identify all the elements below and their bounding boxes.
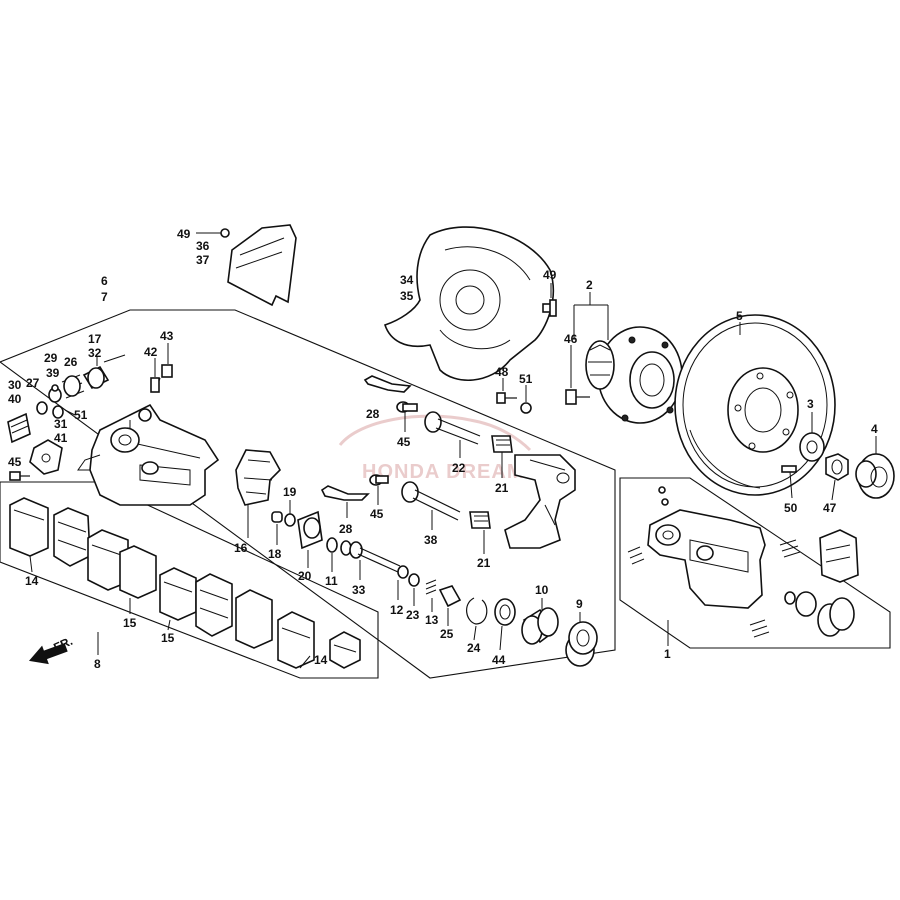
callout-1: 1 [664,647,671,661]
callout-24: 24 [467,641,481,655]
callout-17: 17 [88,332,102,346]
callout-50: 50 [784,501,798,515]
caliper-bracket-part [504,454,576,549]
caliper-small-parts-left [7,343,173,481]
callout-49-upper-left: 49 [177,227,191,241]
callout-6: 6 [101,274,108,288]
callout-39: 39 [46,366,60,380]
callout-22: 22 [452,461,466,475]
callout-32: 32 [88,346,102,360]
forward-direction: FR. [29,634,75,665]
watermark: HONDA DREAM [338,414,532,483]
callout-30: 30 [8,378,22,392]
callout-21-lower: 21 [477,556,491,570]
hub-bolts [496,283,741,414]
callout-9: 9 [576,597,583,611]
piston-adjuster-parts [235,449,598,667]
callout-28-lower: 28 [339,522,353,536]
callout-35: 35 [400,289,414,303]
callout-23: 23 [406,608,420,622]
caliper-sub-assembly-group-box [619,477,891,649]
callout-43: 43 [160,329,174,343]
callout-5: 5 [736,309,743,323]
callout-21-upper: 21 [495,481,509,495]
callout-28-upper: 28 [366,407,380,421]
callout-14-right: 14 [314,653,328,667]
callout-38: 38 [424,533,438,547]
callout-40: 40 [8,392,22,406]
callout-34: 34 [400,273,414,287]
forward-arrow-icon [29,643,68,665]
main-caliper-body-part [77,403,220,506]
callout-37: 37 [196,253,210,267]
callout-44: 44 [492,653,506,667]
callout-12: 12 [390,603,404,617]
callout-10: 10 [535,583,549,597]
callout-41: 41 [54,431,68,445]
callout-46: 46 [564,332,578,346]
forward-direction-label: FR. [51,634,74,655]
callout-13: 13 [425,613,439,627]
callout-15-left: 15 [123,616,137,630]
callout-51-right: 51 [519,372,533,386]
callout-15-right: 15 [161,631,175,645]
hub-hardware-parts [781,412,895,501]
callout-16: 16 [234,541,248,555]
callout-25: 25 [440,627,454,641]
brake-pads [9,497,361,669]
callout-26: 26 [64,355,78,369]
callout-20: 20 [298,569,312,583]
callout-labels: 49 36 37 34 35 49 2 5 6 7 43 42 17 32 29… [8,227,878,671]
car-outline-logo-icon [338,414,532,452]
callout-45-upper: 45 [397,435,411,449]
callout-4: 4 [871,422,878,436]
callout-7: 7 [101,290,108,304]
callout-47: 47 [823,501,837,515]
callout-2: 2 [586,278,593,292]
caliper-shield-part [196,224,297,307]
caliper-assembly-group-box [0,309,616,679]
watermark-text: HONDA DREAM [362,461,524,483]
callout-45-left: 45 [8,455,22,469]
callout-49-upper-right: 49 [543,268,557,282]
callout-33: 33 [352,583,366,597]
callout-48: 48 [495,365,509,379]
callout-31: 31 [54,417,68,431]
callout-27: 27 [26,376,40,390]
callout-45-lower: 45 [370,507,384,521]
callout-19: 19 [283,485,297,499]
callout-29: 29 [44,351,58,365]
brake-disc-part [674,314,836,496]
hub-bearing-part [585,326,683,424]
callout-11: 11 [325,574,338,588]
slide-pin-parts [320,375,513,554]
callout-8: 8 [94,657,101,671]
dust-shield-part [383,226,555,381]
callout-14-left: 14 [25,574,39,588]
callout-51-left: 51 [74,408,88,422]
callout-3: 3 [807,397,814,411]
callout-36: 36 [196,239,210,253]
callout-18: 18 [268,547,282,561]
right-caliper-assembly-part [627,486,859,646]
callout-42: 42 [144,345,158,359]
